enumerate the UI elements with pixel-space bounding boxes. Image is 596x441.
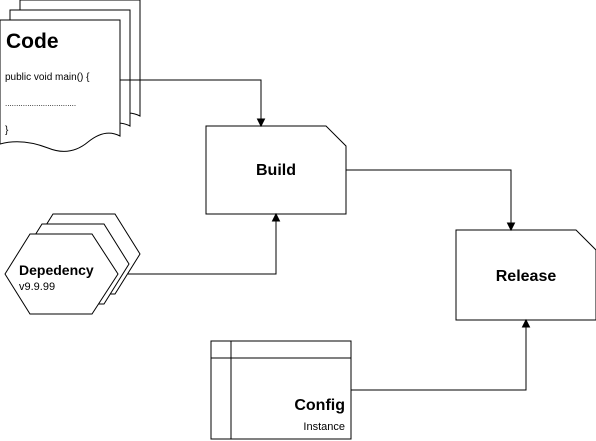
edge-code-build-line <box>120 79 262 120</box>
config-subtitle: Instance <box>303 421 345 433</box>
release-node[interactable]: Release <box>455 229 596 321</box>
code-node[interactable]: Code public void main() { ..............… <box>0 0 141 152</box>
edge-build-to-release <box>346 169 516 232</box>
dependency-version: v9.9.99 <box>19 281 55 293</box>
edge-dependency-build-arrowhead <box>271 212 281 222</box>
edge-dependency-build-line <box>128 220 277 275</box>
build-card-shape <box>205 125 347 215</box>
code-title: Code <box>6 30 59 53</box>
edge-config-release-line <box>351 326 527 391</box>
code-line-2: ................................ <box>5 99 76 108</box>
build-node[interactable]: Build <box>205 125 347 215</box>
edge-build-release-arrowhead <box>506 222 516 232</box>
code-line-1: public void main() { <box>5 72 90 83</box>
build-label: Build <box>256 162 296 179</box>
config-node[interactable]: Config Instance <box>210 340 352 440</box>
edge-code-to-build <box>120 79 266 128</box>
config-box <box>210 340 352 440</box>
dependency-node[interactable]: Depedency v9.9.99 <box>4 213 141 315</box>
dependency-hex-front <box>4 233 119 315</box>
code-page-front <box>0 19 121 152</box>
config-title: Config <box>294 397 345 414</box>
edge-build-release-line <box>346 169 512 224</box>
release-label: Release <box>496 268 557 285</box>
edge-config-to-release <box>351 318 531 391</box>
release-card-shape <box>455 229 596 321</box>
edge-code-build-arrowhead <box>256 118 266 128</box>
dependency-title: Depedency <box>19 262 94 278</box>
code-line-3: } <box>5 125 9 136</box>
edge-config-release-arrowhead <box>521 318 531 328</box>
edge-dependency-to-build <box>128 212 281 275</box>
